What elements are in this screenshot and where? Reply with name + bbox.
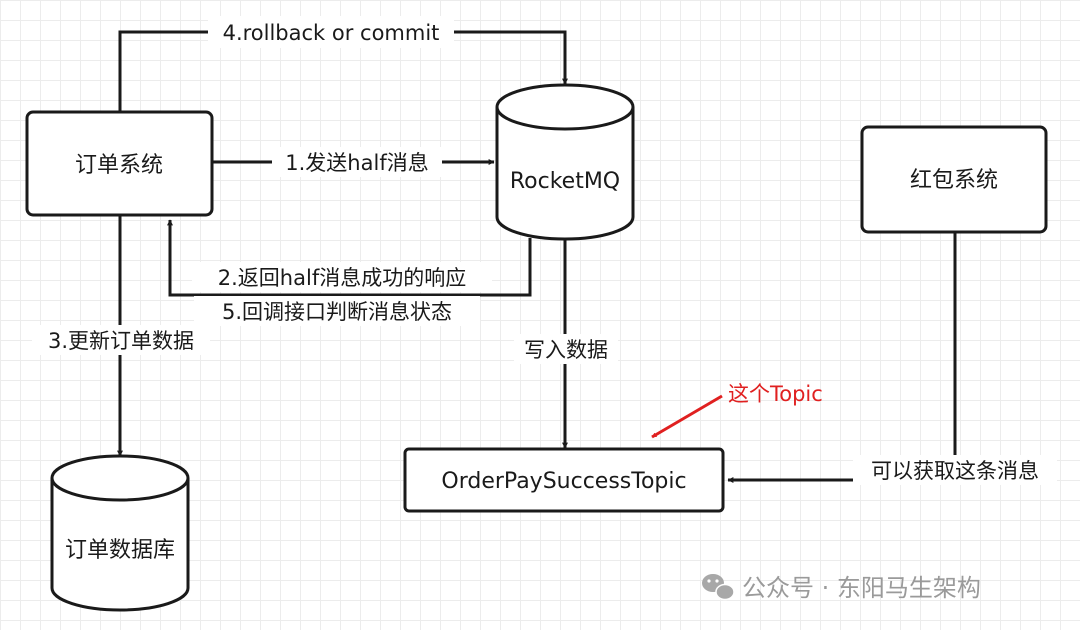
- order-db-label: 订单数据库: [65, 538, 175, 563]
- order-system-node: 订单系统: [25, 110, 214, 217]
- rocketmq-node: RocketMQ: [495, 83, 635, 241]
- this-topic-annotation: 这个Topic: [728, 382, 823, 406]
- order-system-label: 订单系统: [75, 153, 163, 178]
- return-half-label: 2.返回half消息成功的响应: [218, 266, 466, 290]
- topic-node: OrderPaySuccessTopic: [403, 447, 725, 513]
- order-db-node: 订单数据库: [50, 454, 190, 612]
- can-get-message-label: 可以获取这条消息: [871, 459, 1039, 483]
- rocketmq-label: RocketMQ: [510, 169, 620, 194]
- annotation-arrow: [651, 394, 723, 439]
- can-get-message-arrow: [727, 232, 957, 483]
- return-half-arrow: [167, 219, 532, 297]
- update-order-label: 3.更新订单数据: [48, 329, 194, 353]
- send-half-label: 1.发送half消息: [285, 151, 428, 175]
- watermark-text: 公众号 · 东阳马生架构: [742, 574, 981, 602]
- rollback-commit-label: 4.rollback or commit: [223, 21, 440, 45]
- watermark: 公众号 · 东阳马生架构: [702, 574, 981, 602]
- wechat-icon: [702, 574, 735, 601]
- redpacket-system-label: 红包系统: [910, 168, 998, 193]
- redpacket-system-node: 红包系统: [860, 125, 1048, 234]
- callback-check-label: 5.回调接口判断消息状态: [222, 300, 452, 324]
- write-data-label: 写入数据: [524, 338, 608, 362]
- topic-label: OrderPaySuccessTopic: [441, 469, 686, 494]
